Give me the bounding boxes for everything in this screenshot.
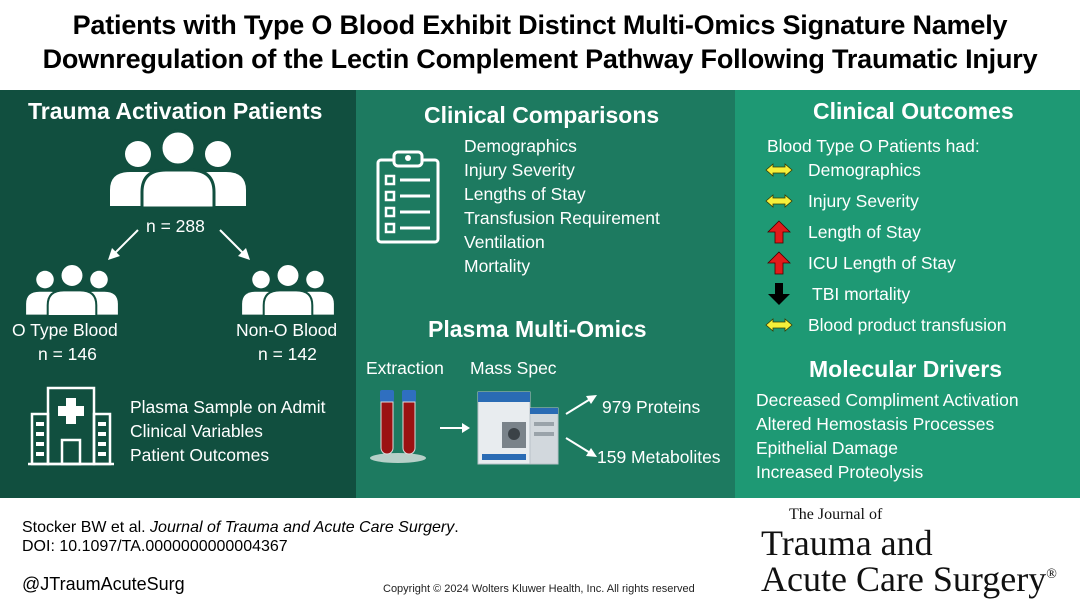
non-o-group-icon xyxy=(242,263,334,318)
blood-tubes-icon xyxy=(370,390,426,463)
outcome-item-5: TBI mortality xyxy=(812,284,911,304)
outcomes-subheading: Blood Type O Patients had: xyxy=(767,136,980,156)
comparisons-panel: Clinical Comparisons Demographics Injury… xyxy=(356,90,735,498)
journal-logo-line-1: The Journal of xyxy=(789,506,883,523)
non-o-count: n = 142 xyxy=(258,344,317,364)
journal-logo-line-3: Acute Care Surgery® xyxy=(761,558,1057,600)
outcome-item-2: Injury Severity xyxy=(808,191,919,211)
o-type-group-icon xyxy=(26,263,118,318)
patient-group-icon xyxy=(110,129,246,210)
comparison-item-2: Injury Severity xyxy=(464,160,575,180)
driver-item-3: Epithelial Damage xyxy=(756,438,899,458)
proteins-arrow xyxy=(565,395,597,415)
drivers-heading: Molecular Drivers xyxy=(809,356,1003,382)
hospital-icon xyxy=(28,386,114,466)
trauma-item-2: Clinical Variables xyxy=(130,421,263,441)
comparison-item-4: Transfusion Requirement xyxy=(464,208,660,228)
citation-doi: DOI: 10.1097/TA.0000000000004367 xyxy=(22,538,288,555)
journal-logo-line-2: Trauma and xyxy=(761,523,933,563)
metabolites-arrow xyxy=(565,437,597,457)
page-title: Patients with Type O Blood Exhibit Disti… xyxy=(0,8,1080,76)
journal-logo-name: Acute Care Surgery xyxy=(761,559,1047,599)
comparison-item-1: Demographics xyxy=(464,136,577,156)
extraction-label: Extraction xyxy=(366,358,444,378)
citation-journal: Journal of Trauma and Acute Care Surgery xyxy=(150,519,455,536)
citation-line: Stocker BW et al. Journal of Trauma and … xyxy=(22,519,459,537)
up-arrow-icon xyxy=(767,251,791,275)
o-type-label: O Type Blood xyxy=(12,320,118,340)
copyright-notice: Copyright © 2024 Wolters Kluwer Health, … xyxy=(383,583,695,595)
trauma-item-1: Plasma Sample on Admit xyxy=(130,397,326,417)
comparison-item-5: Ventilation xyxy=(464,232,545,252)
total-patients: n = 288 xyxy=(146,216,205,236)
omics-heading: Plasma Multi-Omics xyxy=(428,316,647,342)
down-arrow-icon xyxy=(768,283,790,305)
comparisons-heading: Clinical Comparisons xyxy=(424,102,660,128)
trauma-heading: Trauma Activation Patients xyxy=(28,98,323,124)
mass-spec-label: Mass Spec xyxy=(470,358,557,378)
driver-item-1: Decreased Compliment Activation xyxy=(756,390,1019,410)
driver-item-4: Increased Proteolysis xyxy=(756,462,924,482)
citation-period: . xyxy=(454,519,459,536)
trauma-panel: Trauma Activation Patients n = 288 O Typ… xyxy=(0,90,356,498)
twitter-handle[interactable]: @JTraumAcuteSurg xyxy=(22,574,185,594)
registered-mark: ® xyxy=(1046,567,1057,582)
clipboard-icon xyxy=(376,150,440,244)
outcome-item-3: Length of Stay xyxy=(808,222,921,242)
metabolites-count: 159 Metabolites xyxy=(597,447,721,467)
both-arrow-icon xyxy=(765,163,793,177)
title-line-1: Patients with Type O Blood Exhibit Disti… xyxy=(72,10,1008,40)
trauma-item-3: Patient Outcomes xyxy=(130,445,270,465)
comparison-item-6: Mortality xyxy=(464,256,531,276)
proteins-count: 979 Proteins xyxy=(602,397,701,417)
both-arrow-icon xyxy=(765,194,793,208)
outcome-item-1: Demographics xyxy=(808,160,921,180)
comparison-item-3: Lengths of Stay xyxy=(464,184,586,204)
extraction-arrow xyxy=(440,423,470,433)
up-arrow-icon xyxy=(767,220,791,244)
outcome-item-6: Blood product transfusion xyxy=(808,315,1007,335)
citation-authors: Stocker BW et al. xyxy=(22,519,151,536)
outcome-item-4: ICU Length of Stay xyxy=(808,253,956,273)
title-line-2: Downregulation of the Lectin Complement … xyxy=(42,44,1038,74)
driver-item-2: Altered Hemostasis Processes xyxy=(756,414,995,434)
split-arrows xyxy=(108,229,250,260)
non-o-label: Non-O Blood xyxy=(236,320,338,340)
outcomes-heading: Clinical Outcomes xyxy=(813,98,1014,124)
mass-spectrometer-icon xyxy=(477,391,559,465)
o-type-count: n = 146 xyxy=(38,344,97,364)
both-arrow-icon xyxy=(765,318,793,332)
outcomes-panel: Clinical Outcomes Blood Type O Patients … xyxy=(735,90,1080,498)
